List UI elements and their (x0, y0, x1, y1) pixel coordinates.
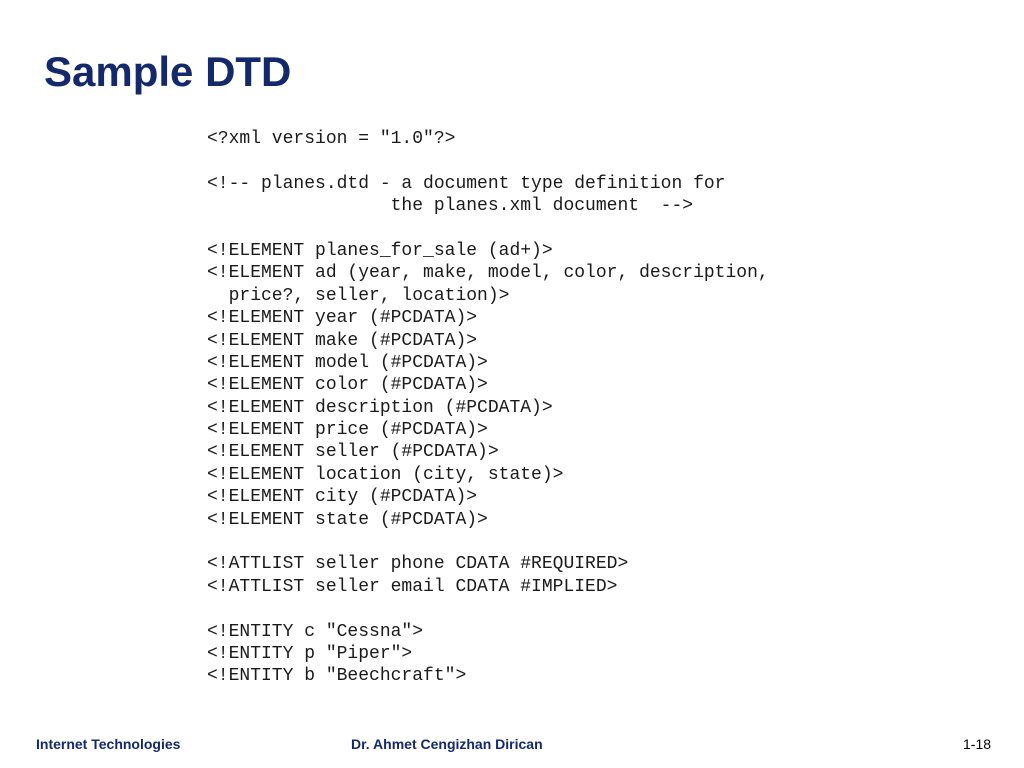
code-line: <!ELEMENT location (city, state)> (207, 464, 564, 485)
code-line (207, 598, 769, 620)
code-line: price?, seller, location)> (207, 285, 510, 306)
code-line: <!ELEMENT description (#PCDATA)> (207, 397, 553, 418)
code-line: <!ELEMENT color (#PCDATA)> (207, 375, 488, 396)
code-line (207, 150, 769, 172)
code-line: the planes.xml document --> (207, 196, 694, 217)
code-line: <!ENTITY p "Piper"> (207, 643, 413, 664)
code-line: <!ATTLIST seller phone CDATA #REQUIRED> (207, 554, 629, 575)
code-line: <!ELEMENT city (#PCDATA)> (207, 487, 478, 508)
code-line (207, 218, 769, 240)
code-line: <!ENTITY b "Beechcraft"> (207, 666, 467, 687)
code-line: <!ELEMENT ad (year, make, model, color, … (207, 263, 769, 284)
footer-course: Internet Technologies (36, 736, 181, 752)
code-line: <!ELEMENT state (#PCDATA)> (207, 509, 488, 530)
code-line: <!ELEMENT year (#PCDATA)> (207, 308, 478, 329)
code-line: <!ELEMENT model (#PCDATA)> (207, 352, 488, 373)
code-line: <!ELEMENT make (#PCDATA)> (207, 330, 478, 351)
code-block: <?xml version = "1.0"?> <!-- planes.dtd … (207, 128, 769, 688)
code-line: <!ELEMENT seller (#PCDATA)> (207, 442, 499, 463)
code-line: <!ENTITY c "Cessna"> (207, 621, 424, 642)
code-line: <!ELEMENT price (#PCDATA)> (207, 420, 488, 441)
code-line: <!ELEMENT planes_for_sale (ad+)> (207, 240, 553, 261)
footer-author: Dr. Ahmet Cengizhan Dirican (351, 736, 543, 752)
code-line (207, 531, 769, 553)
code-line: <?xml version = "1.0"?> (207, 129, 456, 149)
code-line: <!-- planes.dtd - a document type defini… (207, 173, 726, 194)
code-line: <!ATTLIST seller email CDATA #IMPLIED> (207, 576, 618, 597)
slide-title: Sample DTD (44, 48, 292, 95)
footer-page-number: 1-18 (963, 736, 992, 752)
